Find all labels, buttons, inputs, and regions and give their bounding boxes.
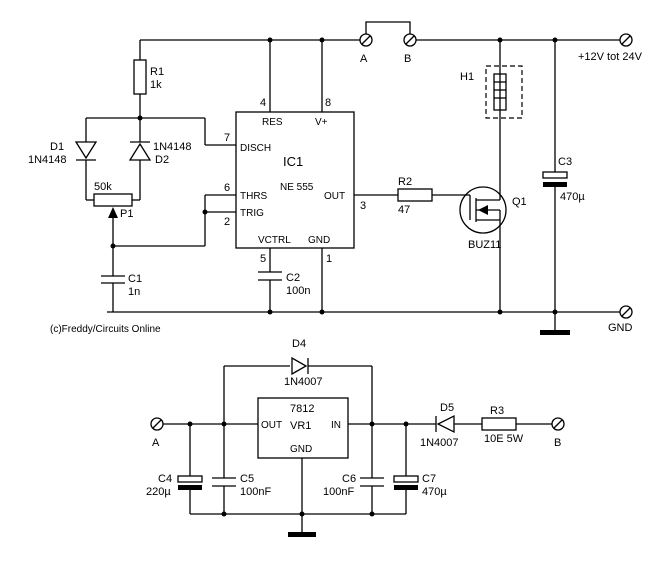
terminal-a-top: A: [359, 33, 373, 65]
c7-value: 470µ: [422, 486, 447, 498]
p1-value: 50k: [94, 181, 112, 193]
r3-resistor: R3 10E 5W: [481, 405, 552, 445]
pin-vplus-label: V+: [315, 117, 328, 128]
pin-thrs-label: THRS: [240, 191, 268, 202]
supply-label: +12V tot 24V: [578, 51, 643, 63]
c6-capacitor: C6 100nF: [323, 424, 384, 514]
q1-name: Q1: [512, 196, 527, 208]
vr1-out-label: OUT: [261, 420, 282, 431]
p1-name: P1: [120, 208, 133, 220]
pin-4-number: 4: [260, 97, 266, 109]
terminal-a-bottom-label: A: [152, 437, 160, 449]
ic1-ne555: IC1 NE 555 RES V+ DISCH THRS TRIG OUT VC…: [224, 40, 398, 312]
q1-value: BUZ11: [468, 239, 501, 251]
r1-name: R1: [150, 66, 164, 78]
pin-2-number: 2: [224, 216, 230, 228]
d1-value: 1N4148: [28, 154, 67, 166]
terminal-b-bottom-label: B: [554, 437, 561, 449]
pin-7-number: 7: [224, 132, 230, 144]
pin-gnd-label: GND: [308, 235, 330, 246]
c5-capacitor: C5 100nF: [212, 424, 271, 514]
c7-name: C7: [422, 473, 436, 485]
ic1-type: NE 555: [280, 182, 314, 193]
r1-value: 1k: [150, 79, 162, 91]
pin-5-number: 5: [260, 253, 266, 265]
copyright-text: (c)Freddy/Circuits Online: [50, 324, 161, 335]
pin-3-number: 3: [360, 200, 366, 212]
regulator-ground-symbol: [288, 532, 316, 537]
terminal-a-label: A: [360, 53, 368, 65]
vr1-regulator: 7812 VR1 OUT IN GND: [257, 397, 349, 459]
d2-value: 1N4148: [153, 141, 192, 153]
r2-name: R2: [398, 176, 412, 188]
terminal-b-top: B: [403, 33, 417, 65]
r3-name: R3: [490, 405, 504, 417]
c5-name: C5: [240, 473, 254, 485]
gnd-label: GND: [608, 322, 633, 334]
regulator-rails: A: [150, 365, 436, 537]
vr1-name: VR1: [290, 420, 311, 432]
c5-value: 100nF: [240, 486, 271, 498]
c1-capacitor: C1 1n: [101, 246, 142, 312]
d1-name: D1: [50, 141, 64, 153]
c2-capacitor: C2 100n: [258, 271, 310, 312]
pin-1-number: 1: [326, 253, 332, 265]
gnd-terminal: GND: [608, 305, 633, 334]
c3-value: 470µ: [560, 191, 585, 203]
c4-capacitor: C4 220µ: [146, 424, 203, 514]
supply-terminal: +12V tot 24V: [578, 33, 643, 63]
h1-name: H1: [460, 71, 474, 83]
r1-resistor: R1 1k: [133, 40, 164, 121]
diode-bridge: [86, 117, 236, 146]
d2-name: D2: [155, 154, 169, 166]
terminal-b-label: B: [404, 53, 411, 65]
d5-name: D5: [440, 402, 454, 414]
c7-capacitor: C7 470µ: [393, 424, 447, 514]
terminal-b-bottom: B: [551, 417, 565, 449]
c3-name: C3: [558, 156, 572, 168]
pin-trig-label: TRIG: [240, 208, 264, 219]
c6-value: 100nF: [323, 486, 354, 498]
pin-out-label: OUT: [324, 191, 345, 202]
c3-capacitor: C3 470µ: [542, 40, 585, 312]
vr1-gnd-label: GND: [290, 444, 312, 455]
thrs-trig-wiring: [113, 194, 236, 247]
pin-8-number: 8: [325, 97, 331, 109]
c2-name: C2: [286, 272, 300, 284]
c6-name: C6: [342, 473, 356, 485]
c4-name: C4: [158, 473, 172, 485]
r3-value: 10E 5W: [484, 433, 524, 445]
bottom-rail: [107, 309, 620, 335]
c2-value: 100n: [286, 285, 310, 297]
pin-res-label: RES: [262, 117, 283, 128]
jumper-wire: [365, 21, 411, 34]
vr1-type: 7812: [290, 403, 314, 415]
c4-value: 220µ: [146, 486, 171, 498]
p1-potentiometer: 50k P1: [86, 181, 140, 249]
ic1-name: IC1: [283, 154, 303, 169]
d4-value: 1N4007: [284, 376, 323, 388]
d4-diode: D4 1N4007: [284, 338, 323, 388]
ground-symbol: [540, 330, 570, 335]
r2-value: 47: [398, 204, 410, 216]
d5-diode: D5 1N4007: [420, 402, 482, 449]
q1-mosfet: Q1 BUZ11: [459, 40, 527, 312]
h1-heater: H1: [460, 65, 523, 119]
top-rail: [140, 37, 620, 43]
vr1-in-label: IN: [331, 420, 341, 431]
c1-value: 1n: [128, 286, 140, 298]
pin-6-number: 6: [224, 182, 230, 194]
r2-resistor: R2 47: [397, 176, 470, 216]
d2-diode: 1N4148 D2: [128, 118, 192, 200]
d5-value: 1N4007: [420, 437, 459, 449]
d1-diode: D1 1N4148: [28, 118, 98, 200]
d4-name: D4: [292, 338, 306, 350]
c1-name: C1: [128, 273, 142, 285]
pin-vctrl-label: VCTRL: [258, 235, 291, 246]
pin-disch-label: DISCH: [240, 143, 271, 154]
